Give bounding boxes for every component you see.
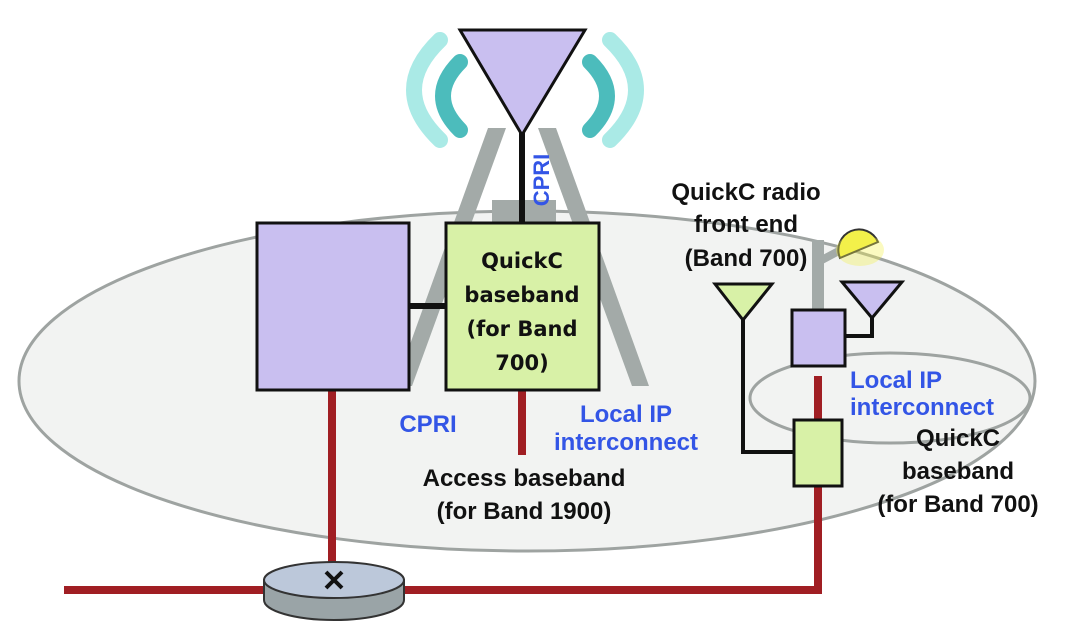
quickc-baseband-small-line-3: (for Band 700) [877,491,1038,518]
local-ip-small-line-1: Local IP [850,367,942,394]
access-baseband-line-1: Access baseband [423,465,626,492]
quickc-radio-front-end-line-3: (Band 700) [685,245,808,272]
quickc-baseband-macro-line-3: (for Band [467,317,578,341]
cpri-vertical-label: CPRI [529,154,554,207]
local-ip-macro-line-1: Local IP [580,401,672,428]
access-baseband-line-2: (for Band 1900) [437,498,612,525]
quickc-baseband-macro-line-2: baseband [464,283,579,307]
cpri-left-label: CPRI [399,411,456,438]
quickc-baseband-macro-label: QuickC baseband (for Band 700) [464,249,579,375]
backhaul-lines [64,376,822,594]
quickc-baseband-small-line-2: baseband [902,458,1014,485]
quickc-radio-front-end-label: QuickC radio front end (Band 700) [671,179,820,272]
access-baseband-box [255,221,411,392]
quickc-radio-front-end-line-1: QuickC radio [671,179,820,206]
quickc-radio-front-end-box [790,308,847,368]
quickc-radio-front-end-line-2: front end [694,211,798,238]
small-antenna-left-icon [711,282,776,323]
local-ip-small-line-2: interconnect [850,394,994,421]
quickc-baseband-macro-line-1: QuickC [481,249,563,273]
access-baseband-label: Access baseband (for Band 1900) [423,465,626,525]
quickc-baseband-macro-box [444,221,601,392]
quickc-baseband-small-label: QuickC baseband (for Band 700) [877,425,1038,518]
quickc-baseband-small-line-1: QuickC [916,425,1000,452]
local-ip-macro-label: Local IP interconnect [554,401,698,456]
local-ip-macro-line-2: interconnect [554,429,698,456]
radio-waves-icon [406,32,644,148]
small-antenna-right-icon [838,280,906,321]
quickc-baseband-small-box [792,418,844,488]
streetlight-icon [812,228,884,320]
router-icon [263,561,405,621]
small-cell-links [741,316,874,454]
macro-antenna-icon [457,28,588,138]
local-ip-small-label: Local IP interconnect [850,367,994,421]
quickc-baseband-macro-line-4: 700) [495,351,548,375]
